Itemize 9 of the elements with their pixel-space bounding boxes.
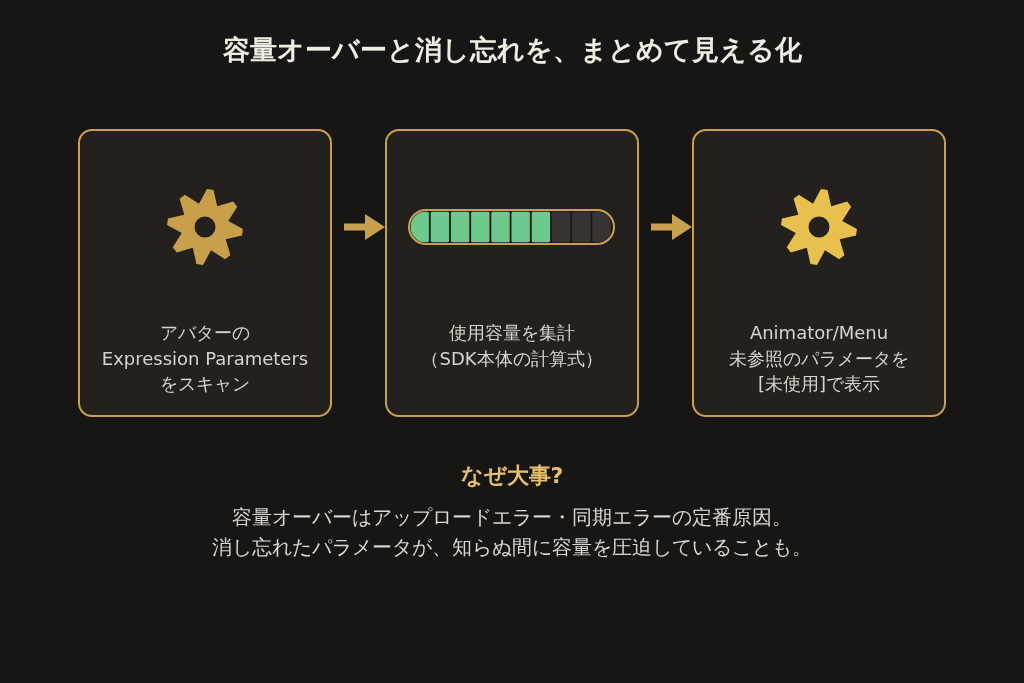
step-card bbox=[385, 129, 639, 417]
body-text: 容量オーバーはアップロードエラー・同期エラーの定番原因。消し忘れたパラメータが、知らぬ間に容量を圧迫していることも。 bbox=[212, 504, 812, 561]
step-card bbox=[78, 129, 332, 417]
section-heading: なぜ大事? bbox=[460, 462, 564, 490]
step-description: アバターのExpression Parametersをスキャン bbox=[101, 321, 309, 396]
title: 容量オーバーと消し忘れを、まとめて見える化 bbox=[222, 33, 802, 67]
step-description: Animator/Menu未参照のパラメータを[未使用]で表示 bbox=[729, 321, 909, 396]
step-card bbox=[692, 129, 946, 417]
step-description: 使用容量を集計（SDK本体の計算式） bbox=[421, 321, 603, 371]
